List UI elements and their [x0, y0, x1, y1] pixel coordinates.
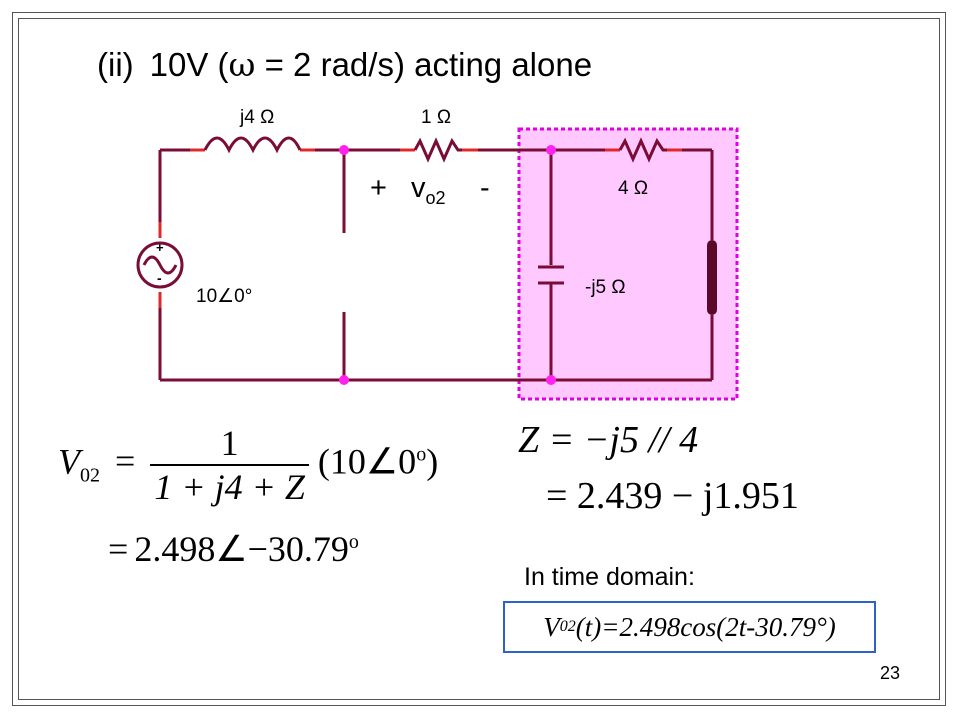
vo2-var: v: [411, 172, 426, 204]
resistor-4-symbol: [618, 137, 667, 163]
v02-result-degree: o: [348, 531, 359, 553]
title-text-post: = 2 rad/s) acting alone: [255, 46, 593, 83]
v02-numerator: 1: [150, 422, 309, 466]
source-plus-sign: +: [156, 240, 164, 255]
v02-tail-degree: o: [416, 443, 427, 466]
v02-fraction: 1 1 + j4 + Z: [150, 422, 309, 508]
v02-lhs-subscript: 02: [80, 464, 100, 487]
inductor-label: j4 Ω: [240, 107, 275, 128]
time-expr-post: (t)=2.498cos(2t-30.79°): [575, 611, 836, 642]
resistor-1-label: 1 Ω: [421, 107, 452, 128]
z-equation-line2: = 2.439 − j1.951: [546, 475, 799, 517]
resistor-2-label: 4 Ω: [618, 178, 649, 199]
time-expr-pre: V: [543, 611, 560, 642]
v02-denominator: 1 + j4 + Z: [154, 467, 305, 507]
circuit-nodes: [339, 145, 556, 385]
time-domain-label: In time domain:: [524, 563, 695, 591]
z-highlight-region: [517, 127, 739, 401]
v02-lhs: V: [58, 441, 80, 482]
vo2-minus-sign: -: [480, 172, 490, 204]
vo2-subscript: o2: [425, 187, 446, 208]
z-equation-line1: Z = −j5 // 4: [518, 419, 699, 461]
source-label: 10∠0°: [196, 286, 253, 307]
v02-result: =2.498∠−30.79o: [108, 528, 359, 570]
vo2-plus-sign: +: [370, 172, 387, 204]
title-number: (ii): [97, 46, 134, 83]
capacitor-symbol: [538, 265, 564, 285]
v02-equation: V02 = 1 1 + j4 + Z (10∠0o): [58, 422, 438, 508]
vo2-label: vo2: [411, 172, 446, 209]
v02-tail-close: ): [426, 441, 439, 482]
capacitor-label: -j5 Ω: [585, 277, 626, 298]
short-bar-symbol: [707, 240, 717, 315]
slide-outer-frame: [12, 12, 946, 706]
v02-tail: (10∠0: [317, 441, 417, 482]
v02-result-value: 2.498∠−30.79: [134, 529, 349, 569]
title-omega: ω: [228, 45, 256, 84]
title-text-pre: 10V (: [149, 46, 229, 83]
page-number: 23: [880, 663, 901, 683]
source-minus-sign: -: [157, 270, 162, 286]
time-expr-subscript: 02: [559, 618, 576, 635]
ac-source-symbol: [136, 241, 184, 289]
circuit-wire-accents: [158, 148, 682, 308]
inductor-symbol: [203, 136, 302, 154]
v02-equals: =: [115, 441, 136, 482]
resistor-1-symbol: [413, 137, 462, 163]
v02-result-equals: =: [108, 529, 129, 569]
slide-inner-frame: [18, 18, 940, 700]
slide-title: (ii) 10V (ω = 2 rad/s) acting alone: [97, 45, 592, 84]
